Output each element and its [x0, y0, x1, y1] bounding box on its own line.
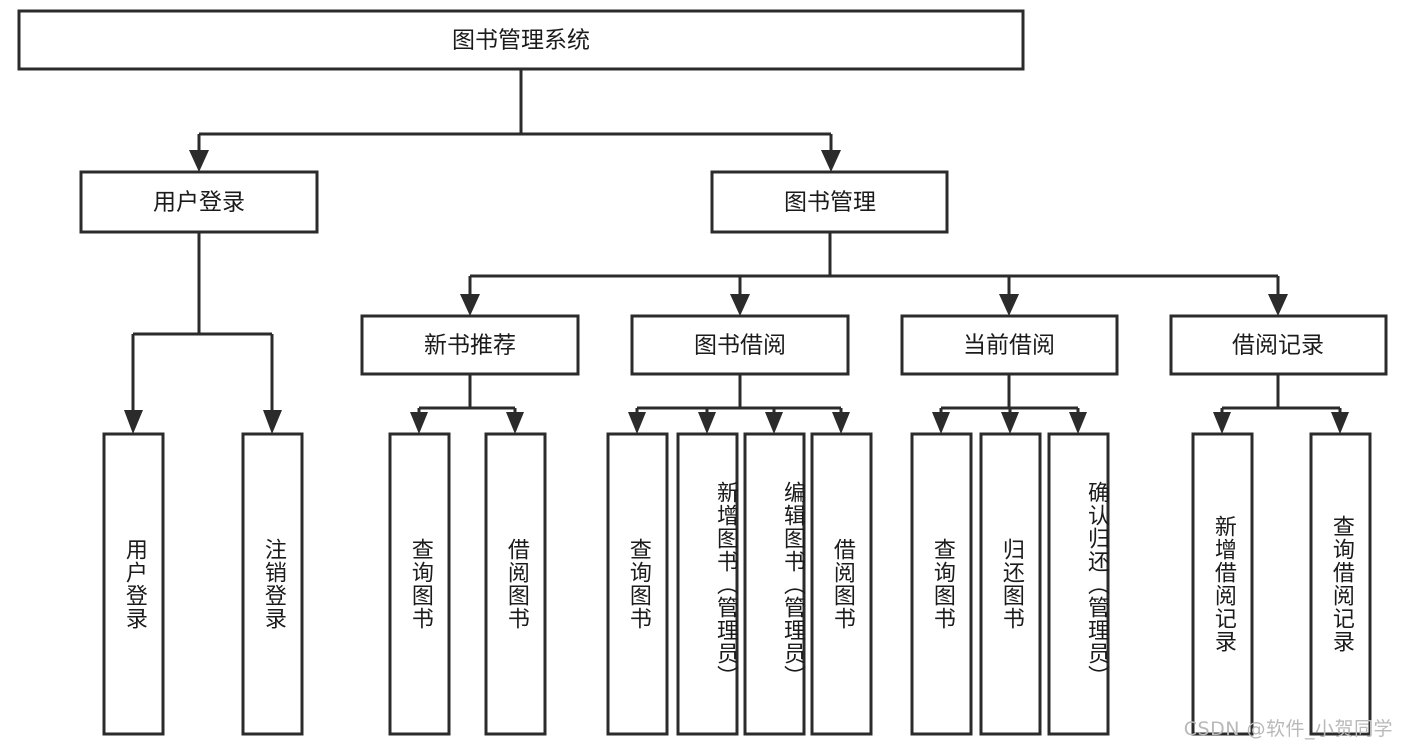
- node-box-leaf-query-book-rec[interactable]: [388, 432, 451, 736]
- connector-group-new-book-recommend: [410, 374, 524, 434]
- node-box-leaf-query-book-current[interactable]: [910, 432, 973, 736]
- arrow-head-leaf-query-book-current: [932, 412, 950, 434]
- node-box-current-borrow[interactable]: [900, 314, 1119, 376]
- arrow-head-leaf-confirm-return-admin: [1069, 412, 1087, 434]
- node-box-new-book-recommend[interactable]: [360, 314, 580, 376]
- arrow-head-book-manage: [821, 150, 841, 172]
- arrow-head-leaf-return-book: [1001, 412, 1019, 434]
- node-box-root[interactable]: [17, 9, 1025, 71]
- arrow-head-book-borrow: [730, 294, 750, 316]
- node-box-leaf-confirm-return-admin[interactable]: [1047, 432, 1110, 736]
- arrow-head-leaf-query-borrow-record: [1331, 412, 1349, 434]
- arrow-head-leaf-user-login: [124, 410, 143, 434]
- node-label-current-borrow: 当前借阅: [963, 333, 1055, 359]
- node-box-leaf-borrow-book[interactable]: [810, 432, 873, 736]
- arrow-head-user-login: [189, 150, 209, 172]
- node-label-book-manage: 图书管理: [784, 190, 876, 216]
- node-box-borrow-record[interactable]: [1169, 314, 1388, 376]
- node-box-book-manage[interactable]: [710, 170, 949, 234]
- node-label-borrow-record: 借阅记录: [1232, 333, 1324, 359]
- arrow-head-leaf-query-book-rec: [410, 412, 428, 434]
- node-box-leaf-query-borrow-record[interactable]: [1309, 432, 1372, 736]
- node-box-user-login[interactable]: [79, 170, 319, 234]
- node-box-leaf-add-borrow-record[interactable]: [1191, 432, 1254, 736]
- arrow-head-borrow-record: [1268, 294, 1288, 316]
- connector-group-borrow-record: [1213, 374, 1349, 434]
- arrow-head-leaf-borrow-book-rec: [506, 412, 524, 434]
- node-label-root: 图书管理系统: [452, 28, 590, 54]
- node-box-leaf-return-book[interactable]: [979, 432, 1042, 736]
- node-box-leaf-add-book-admin[interactable]: [676, 432, 739, 736]
- connector-group-book-borrow: [628, 374, 850, 434]
- node-box-book-borrow[interactable]: [630, 314, 850, 376]
- node-box-leaf-logout-login[interactable]: [241, 432, 304, 736]
- arrow-head-leaf-borrow-book: [832, 412, 850, 434]
- connector-group-root: [189, 69, 841, 172]
- node-box-leaf-edit-book-admin[interactable]: [743, 432, 806, 736]
- connector-group-book-manage: [460, 232, 1288, 316]
- arrow-head-leaf-add-borrow-record: [1213, 412, 1231, 434]
- connector-group-current-borrow: [932, 374, 1087, 434]
- watermark-text: CSDN @软件_小贺同学: [1183, 718, 1393, 740]
- arrow-head-current-borrow: [999, 294, 1019, 316]
- arrow-head-leaf-edit-book-admin: [765, 412, 783, 434]
- arrow-head-leaf-logout-login: [263, 410, 282, 434]
- arrow-head-leaf-add-book-admin: [698, 412, 716, 434]
- node-box-leaf-user-login[interactable]: [102, 432, 165, 736]
- connector-group-user-login: [124, 232, 282, 434]
- node-label-book-borrow: 图书借阅: [694, 333, 786, 359]
- node-box-leaf-query-book-borrow[interactable]: [606, 432, 669, 736]
- arrow-head-new-book-recommend: [460, 294, 480, 316]
- node-box-leaf-borrow-book-rec[interactable]: [484, 432, 547, 736]
- node-label-user-login: 用户登录: [153, 190, 245, 216]
- node-label-new-book-recommend: 新书推荐: [424, 333, 516, 359]
- arrow-head-leaf-query-book-borrow: [628, 412, 646, 434]
